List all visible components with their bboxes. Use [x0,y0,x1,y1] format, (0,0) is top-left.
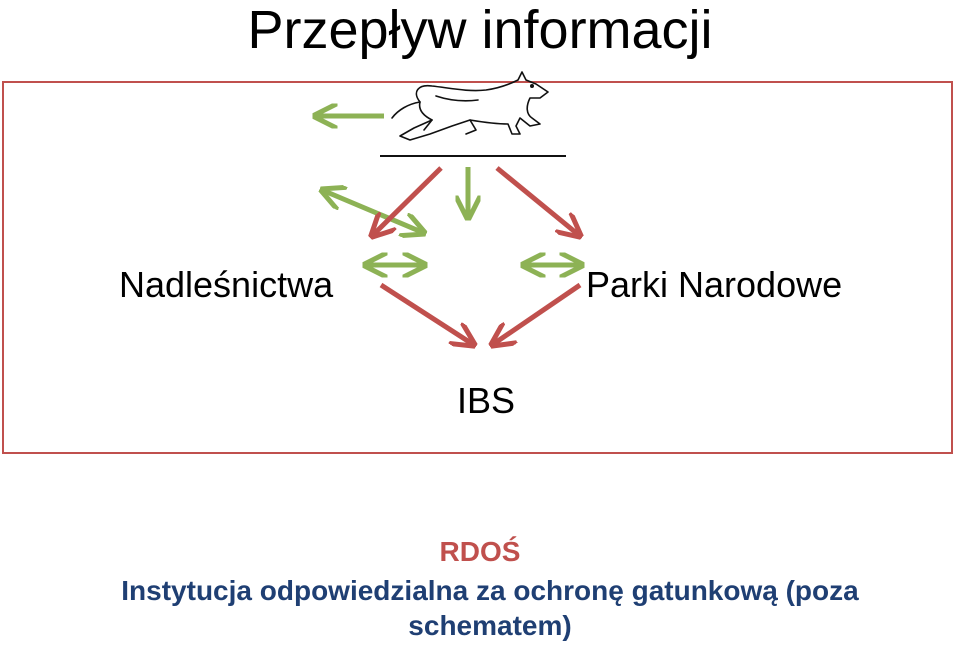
arrow-red-parki-to-ibs [492,282,582,345]
arrow-red-to-parki [495,166,580,236]
rdos-heading: RDOŚ [439,536,521,567]
wolf-icon [391,71,549,141]
diagram-frame [2,81,953,454]
arrow-red-nadlesnictwa-to-ibs [379,282,474,345]
institution-caption: Instytucja odpowiedzialna za ochronę gat… [121,575,859,641]
node-parki-narodowe: Parki Narodowe [586,264,843,305]
node-ibs: IBS [457,380,516,421]
page-title: Przepływ informacji [247,0,713,60]
arrow-red-to-nadlesnictwa [372,166,443,236]
node-nadlesnictwa: Nadleśnictwa [119,264,334,305]
